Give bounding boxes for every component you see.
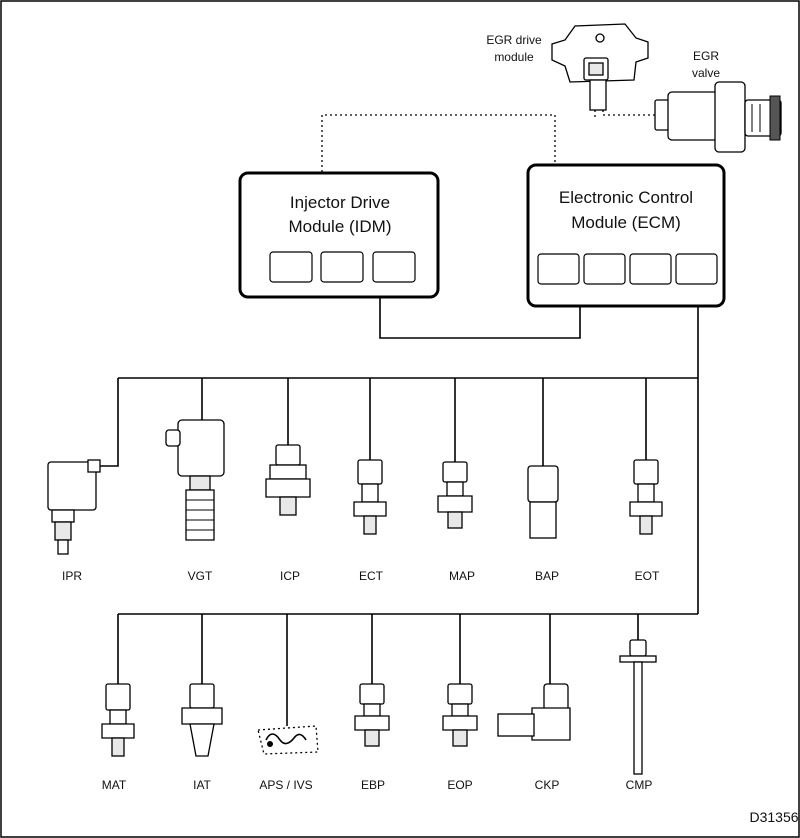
idm-title-1: Injector Drive [290, 193, 390, 212]
sensors-row2-label-1: MAT [102, 778, 127, 792]
vgt-actuator [165, 419, 225, 541]
bap-sensor [527, 465, 559, 539]
egr-drive-module-label-1: EGR drive [486, 33, 542, 47]
sensors-row1-label-1: IPR [62, 569, 82, 583]
eot-sensor [629, 459, 663, 535]
ecm-connector-2 [583, 253, 626, 285]
ecm-title-1: Electronic Control [559, 188, 693, 207]
ect-sensor [353, 459, 387, 535]
map-sensor [437, 461, 473, 529]
eop-sensor [442, 683, 478, 747]
sensors-row1-label-4: ECT [359, 569, 384, 583]
row1-labels: IPR VGT ICP ECT MAP BAP EOT [62, 569, 660, 583]
idm-module [238, 171, 440, 299]
figure-id: D31356 [749, 809, 798, 825]
mat-sensor [101, 683, 135, 757]
egr-valve-label-2: valve [692, 66, 720, 80]
idm-ecm-link [379, 297, 581, 339]
sensors-row2-label-2: IAT [193, 778, 211, 792]
cmp-sensor [619, 639, 657, 775]
egr-drive-module-label-2: module [494, 50, 534, 64]
sensors-row1-label-7: EOT [635, 569, 660, 583]
egr-valve-label-1: EGR [693, 49, 719, 63]
ecm-connector-4 [675, 253, 718, 285]
ecm-connector-1 [537, 253, 580, 285]
idm-connector-3 [372, 251, 416, 283]
ecm-connector-3 [629, 253, 672, 285]
egr-drive-module [551, 23, 649, 111]
aps-ivs-sensor [257, 725, 319, 755]
ecm-module [526, 163, 726, 308]
sensors-row1-label-2: VGT [188, 569, 213, 583]
row2-labels: MAT IAT APS / IVS EBP EOP CKP CMP [102, 778, 653, 792]
sensors-row1-label-3: ICP [280, 569, 300, 583]
idm-connector-2 [320, 251, 364, 283]
ecm-title-2: Module (ECM) [571, 213, 681, 232]
ckp-sensor [497, 683, 571, 741]
sensors-row2-label-7: CMP [626, 778, 653, 792]
sensors-row2-label-4: EBP [361, 778, 385, 792]
sensors-row2-label-3: APS / IVS [259, 778, 312, 792]
iat-sensor [181, 683, 223, 757]
egr-dotted-wiring [321, 110, 655, 172]
sensors-row2-label-5: EOP [447, 778, 472, 792]
ipr-sensor [47, 459, 101, 555]
sensors-row1-label-5: MAP [449, 569, 475, 583]
sensors-row1-label-6: BAP [535, 569, 559, 583]
sensors-row2-label-6: CKP [535, 778, 560, 792]
idm-connector-1 [269, 251, 313, 283]
ebp-sensor [354, 683, 390, 747]
idm-title-2: Module (IDM) [289, 217, 392, 236]
sensor-bus [98, 306, 699, 726]
icp-sensor [265, 444, 311, 516]
egr-valve [654, 81, 782, 153]
